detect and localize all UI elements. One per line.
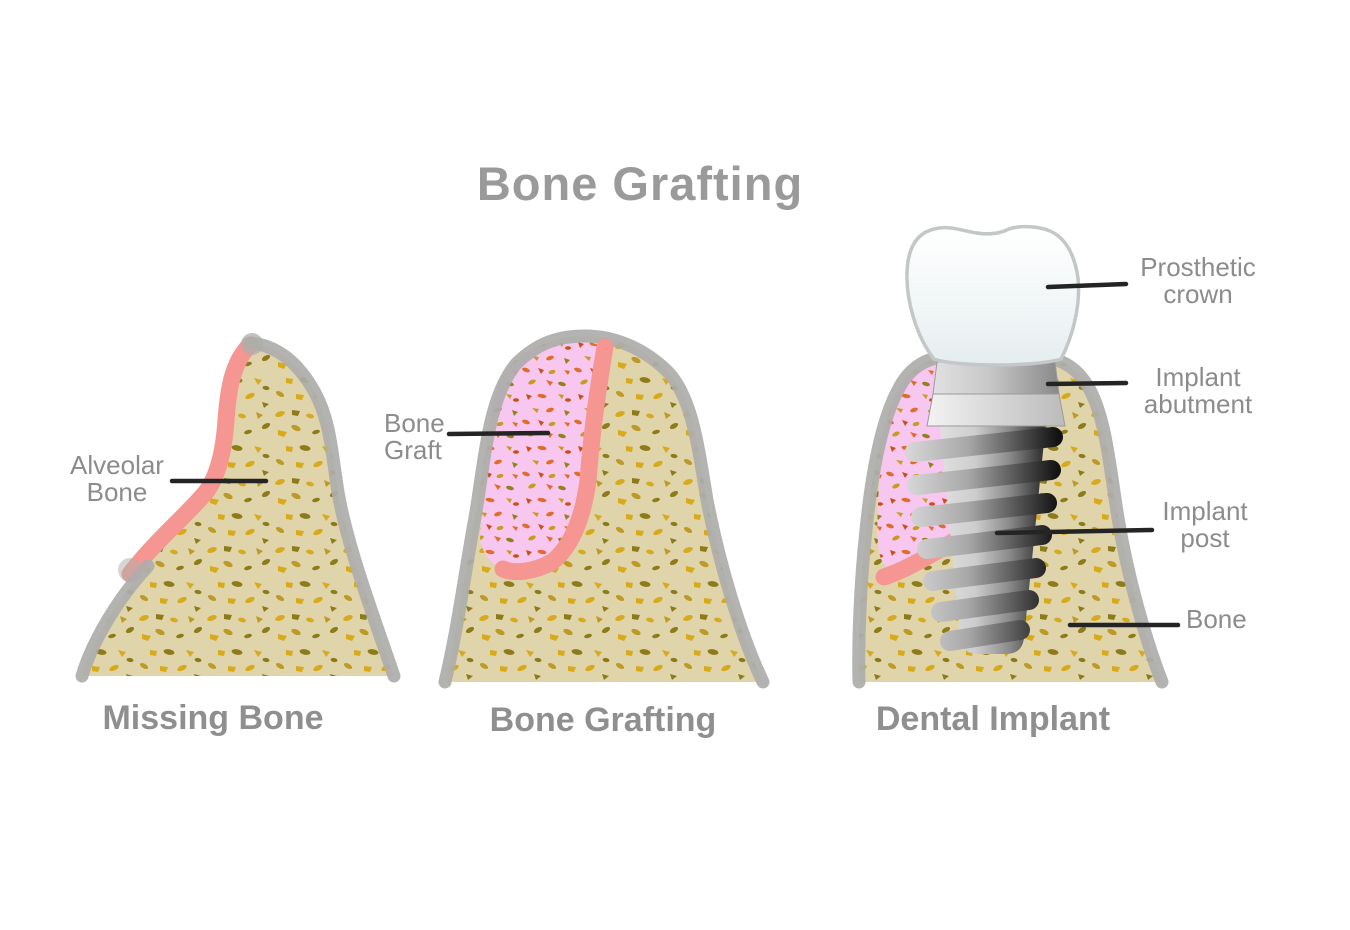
implant-abutment-leader — [1045, 380, 1129, 387]
panel-bone-grafting — [438, 329, 770, 689]
implant-post-leader — [994, 527, 1155, 536]
label-bone: Bone — [1186, 604, 1247, 634]
prosthetic-crown-leader — [1045, 281, 1129, 290]
gum-line-missing — [121, 336, 259, 583]
prosthetic-crown-shape — [905, 224, 1081, 367]
bone-outline-right — [245, 336, 401, 683]
bone-graft-leader — [446, 430, 551, 437]
diagram-title: Bone Grafting — [476, 157, 804, 210]
panel-missing-bone — [75, 333, 401, 683]
leader-lines — [169, 281, 1181, 628]
thread-1 — [905, 427, 1063, 462]
outline-endcap-top — [241, 333, 263, 355]
caption-bone-grafting: Bone Grafting — [489, 701, 717, 739]
label-implant-abutment: Implant abutment — [1143, 362, 1253, 420]
thread-7 — [940, 620, 1030, 651]
abutment-upper-band — [932, 361, 1060, 395]
thread-5 — [923, 558, 1046, 591]
abutment-lower-band — [926, 393, 1066, 427]
label-bone-graft: Bone Graft — [384, 408, 445, 466]
caption-dental-implant: Dental Implant — [875, 700, 1111, 738]
gum-line-graft — [494, 338, 614, 581]
implant-threads — [905, 427, 1063, 651]
thread-2 — [907, 460, 1061, 495]
label-alveolar-bone: Alveolar Bone — [70, 450, 164, 508]
label-prosthetic-crown: Prosthetic crown — [1140, 252, 1256, 310]
thread-4 — [917, 525, 1052, 559]
alveolar-bone-shape — [82, 343, 394, 676]
caption-missing-bone: Missing Bone — [102, 699, 324, 737]
thread-3 — [911, 493, 1057, 527]
panel-dental-implant — [852, 224, 1169, 689]
thread-6 — [931, 590, 1039, 622]
bone-outline-dome — [438, 329, 770, 689]
label-implant-post: Implant post — [1162, 496, 1248, 554]
implant-abutment-part — [926, 361, 1066, 427]
implant-post-screw — [905, 422, 1063, 654]
outline-endcap-left — [118, 558, 142, 582]
